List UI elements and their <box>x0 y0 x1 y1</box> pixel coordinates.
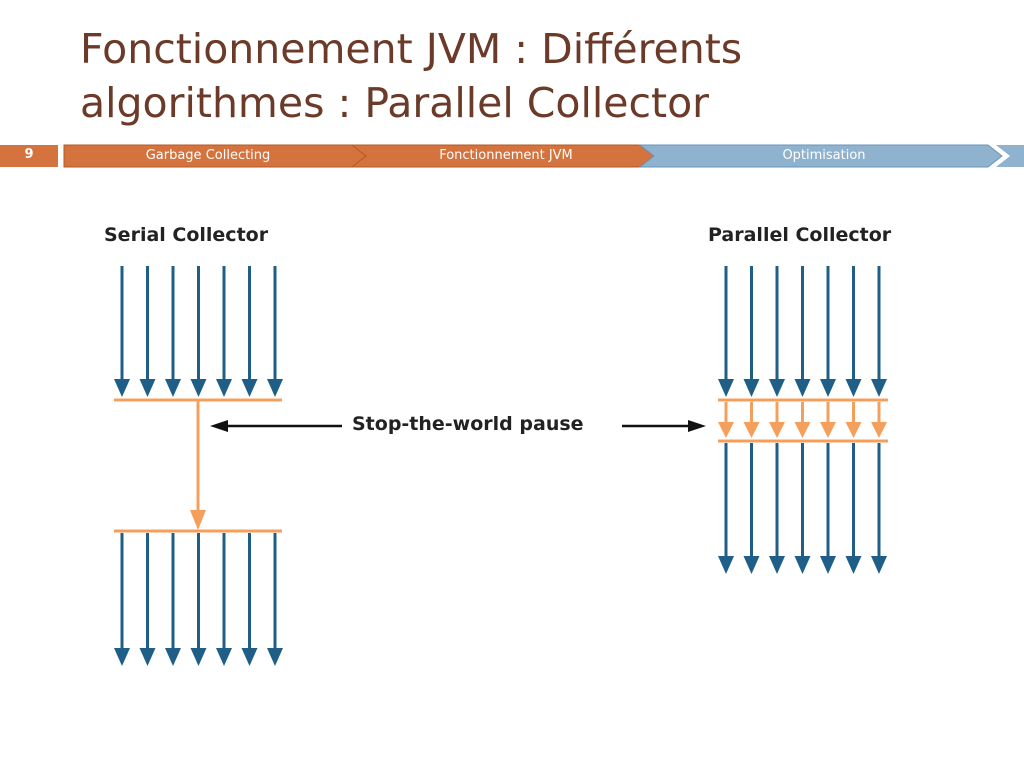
parallel-thread-arrow-bottom-3-head <box>769 556 785 574</box>
nav-end-chevron <box>996 145 1024 167</box>
stop-the-world-pause-label: Stop-the-world pause <box>352 413 584 435</box>
parallel-gc-thread-arrow-2-head <box>743 422 760 438</box>
nav-tab-garbage-collecting[interactable]: Garbage Collecting <box>145 148 271 163</box>
serial-thread-arrow-bottom-2-head <box>139 648 156 666</box>
serial-thread-arrow-top-2-head <box>139 379 156 397</box>
page-number: 9 <box>24 147 34 162</box>
parallel-gc-thread-arrow-3-head <box>769 422 785 438</box>
parallel-thread-arrow-bottom-2-head <box>743 556 760 574</box>
parallel-thread-arrow-top-4-head <box>794 379 811 397</box>
serial-thread-arrow-top-7-head <box>267 379 283 397</box>
parallel-thread-arrow-top-3-head <box>769 379 785 397</box>
serial-thread-arrow-top-6-head <box>241 379 258 397</box>
serial-thread-arrow-top-5-head <box>216 379 232 397</box>
nav-tab-fonctionnement-jvm[interactable]: Fonctionnement JVM <box>439 148 573 163</box>
serial-thread-arrow-bottom-6-head <box>241 648 258 666</box>
parallel-gc-thread-arrow-5-head <box>820 422 836 438</box>
parallel-thread-arrow-top-5-head <box>820 379 836 397</box>
serial-gc-thread-arrow-head <box>190 510 206 530</box>
serial-thread-arrow-top-3-head <box>165 379 181 397</box>
serial-collector-label: Serial Collector <box>104 224 269 246</box>
parallel-thread-arrow-top-6-head <box>845 379 862 397</box>
parallel-thread-arrow-bottom-1-head <box>718 556 734 574</box>
parallel-thread-arrow-top-1-head <box>718 379 734 397</box>
parallel-gc-thread-arrow-4-head <box>794 422 811 438</box>
parallel-gc-thread-arrow-1-head <box>718 422 734 438</box>
parallel-thread-arrow-top-2-head <box>743 379 760 397</box>
serial-thread-arrow-bottom-5-head <box>216 648 232 666</box>
pause-pointer-right-head <box>688 420 706 432</box>
parallel-thread-arrow-bottom-7-head <box>871 556 887 574</box>
parallel-thread-arrow-top-7-head <box>871 379 887 397</box>
slide-title: Fonctionnement JVM : Différents algorith… <box>80 22 980 130</box>
serial-thread-arrow-bottom-7-head <box>267 648 283 666</box>
nav-tab-optimisation-shape[interactable] <box>638 144 1003 168</box>
serial-thread-arrow-top-1-head <box>114 379 130 397</box>
section-nav-bar <box>0 144 1024 168</box>
serial-thread-arrow-top-4-head <box>190 379 207 397</box>
parallel-gc-thread-arrow-6-head <box>845 422 862 438</box>
pause-pointer-left-head <box>210 420 228 432</box>
parallel-thread-arrow-bottom-6-head <box>845 556 862 574</box>
nav-tab-optimisation[interactable]: Optimisation <box>782 148 866 163</box>
slide-title-line-2: algorithmes : Parallel Collector <box>80 79 710 127</box>
page-number-box <box>0 145 58 167</box>
parallel-gc-thread-arrow-7-head <box>871 422 887 438</box>
parallel-collector-label: Parallel Collector <box>708 224 892 246</box>
serial-thread-arrow-bottom-1-head <box>114 648 130 666</box>
parallel-thread-arrow-bottom-4-head <box>794 556 811 574</box>
serial-thread-arrow-bottom-4-head <box>190 648 207 666</box>
parallel-thread-arrow-bottom-5-head <box>820 556 836 574</box>
serial-thread-arrow-bottom-3-head <box>165 648 181 666</box>
slide-title-line-1: Fonctionnement JVM : Différents <box>80 25 743 73</box>
